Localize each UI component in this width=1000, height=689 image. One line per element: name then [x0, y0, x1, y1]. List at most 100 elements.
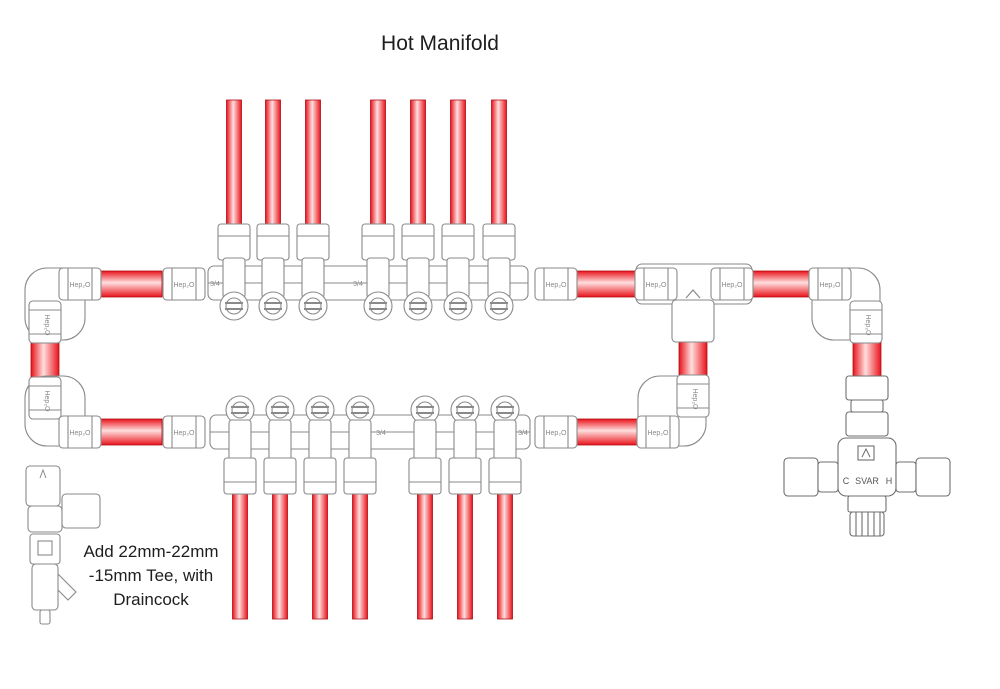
valve-brand-mark: SVAR: [855, 476, 879, 486]
note-line-1: Add 22mm-22mm: [83, 542, 219, 561]
bottom-valve-stem-4: [348, 419, 372, 461]
top-valve-handle-3-inner: [304, 297, 322, 315]
bottom-outlet-pipe-7: [497, 491, 513, 620]
top-outlet-socket-5: [401, 223, 435, 261]
bottom-outlet-socket-7: [488, 457, 522, 495]
valve-knob-grip: [855, 512, 881, 536]
bottom-left-coupler-socket-brand: Hep₂O: [173, 430, 195, 437]
note-line-2: -15mm Tee, with: [88, 566, 214, 585]
bottom-valve-stem-1: [228, 419, 252, 461]
top-left-pipe: [99, 270, 163, 298]
bottom-outlet-socket-6: [448, 457, 482, 495]
far-right-elbow-socket-brand: Hep₂O: [819, 282, 841, 289]
top-valve-handle-7-inner: [490, 297, 508, 315]
diagram-title: Hot Manifold: [381, 32, 499, 55]
bottom-left-elbow-up-socket: [28, 376, 62, 420]
top-valve-handle-7-grip: [490, 302, 508, 310]
top-outlet-pipe-5: [410, 99, 426, 229]
top-valve-handle-5-grip: [409, 302, 427, 310]
bottom-valve-handle-1-grip: [231, 406, 249, 414]
top-manifold-size-label-1: 3/4: [210, 281, 220, 288]
bottom-valve-handle-6-inner: [456, 401, 474, 419]
bottom-valve-handle-4-grip: [351, 406, 369, 414]
valve-cold-mark: C: [843, 476, 850, 486]
far-right-elbow-down-socket-brand: Hep₂O: [864, 314, 871, 336]
top-outlet-socket-2: [256, 223, 290, 261]
bottom-valve-handle-6-grip: [456, 406, 474, 414]
bottom-valve-handle-7-grip: [496, 406, 514, 414]
tee-left-socket-brand: Hep₂O: [645, 282, 667, 289]
bottom-left-coupler-socket: [162, 415, 206, 449]
top-manifold-size-label-2: 3/4: [353, 281, 363, 288]
tee-branch-socket: [671, 299, 715, 343]
valve-hot-nut: [915, 457, 951, 497]
bottom-right-pipe: [575, 418, 639, 446]
right-riser-pipe: [678, 338, 708, 378]
bottom-right-elbow-up-socket: [676, 374, 710, 418]
bottom-valve-handle-5-grip: [416, 406, 434, 414]
note-line-3: Draincock: [113, 590, 189, 609]
bottom-left-elbow-up-socket-brand: Hep₂O: [43, 390, 50, 412]
top-right-pipe: [751, 270, 813, 298]
top-outlet-pipe-7: [491, 99, 507, 229]
tee-flow-arrow: [685, 289, 701, 299]
top-left-elbow-down-socket: [28, 300, 62, 344]
top-middle-pipe: [575, 270, 639, 298]
drain-tee-side-socket: [61, 493, 101, 529]
bottom-valve-stem-7: [493, 419, 517, 461]
top-valve-handle-2-inner: [264, 297, 282, 315]
top-valve-handle-2-grip: [264, 302, 282, 310]
bottom-left-elbow-socket: [58, 415, 102, 449]
valve-hot-collar: [895, 461, 917, 493]
top-outlet-pipe-6: [450, 99, 466, 229]
top-outlet-pipe-4: [370, 99, 386, 229]
top-valve-handle-6-inner: [449, 297, 467, 315]
far-right-elbow-down-socket: [849, 300, 883, 344]
top-outlet-socket-6: [441, 223, 475, 261]
bottom-right-coupler-socket-brand: Hep₂O: [545, 430, 567, 437]
bottom-outlet-pipe-4: [352, 491, 368, 620]
top-outlet-pipe-2: [265, 99, 281, 229]
drain-tee-note: Add 22mm-22mm -15mm Tee, with Draincock: [66, 540, 236, 612]
bottom-right-elbow-up-socket-brand: Hep₂O: [691, 388, 698, 410]
bottom-valve-stem-6: [453, 419, 477, 461]
bottom-valve-handle-2-inner: [271, 401, 289, 419]
tee-right-socket-brand: Hep₂O: [721, 282, 743, 289]
bottom-right-elbow-socket-brand: Hep₂O: [647, 430, 669, 437]
bottom-outlet-socket-1: [223, 457, 257, 495]
top-right-coupler-socket: [534, 267, 578, 301]
drain-tee-arrow: [39, 468, 47, 479]
bottom-valve-handle-3-grip: [311, 406, 329, 414]
bottom-outlet-socket-5: [408, 457, 442, 495]
top-outlet-pipe-3: [305, 99, 321, 229]
drain-tee-body: [27, 505, 63, 533]
bottom-valve-stem-5: [413, 419, 437, 461]
hot-pipes-group: [30, 99, 882, 620]
top-left-elbow-socket-brand: Hep₂O: [69, 282, 91, 289]
top-outlet-socket-3: [296, 223, 330, 261]
bottom-valve-stem-2: [268, 419, 292, 461]
valve-flow-arrow: [861, 447, 871, 458]
valve-adjust-knob: [849, 511, 885, 537]
bottom-outlet-socket-3: [303, 457, 337, 495]
bottom-outlet-pipe-3: [312, 491, 328, 620]
top-outlet-socket-1: [217, 223, 251, 261]
valve-feed-pipe: [852, 340, 882, 378]
bottom-valve-stem-3: [308, 419, 332, 461]
valve-hot-mark: H: [886, 476, 893, 486]
valve-scale-ring: [847, 495, 887, 513]
top-left-elbow-down-socket-brand: Hep₂O: [43, 314, 50, 336]
top-valve-handle-6-grip: [449, 302, 467, 310]
bottom-valve-handle-2-grip: [271, 406, 289, 414]
bottom-manifold-size-label-2: 3/4: [518, 430, 528, 437]
bottom-valve-handle-4-inner: [351, 401, 369, 419]
bottom-outlet-pipe-2: [272, 491, 288, 620]
drain-tee-group: [25, 465, 101, 625]
bottom-manifold-size-label-1: 3/4: [376, 430, 386, 437]
top-valve-handle-3-grip: [304, 302, 322, 310]
top-left-coupler-socket-brand: Hep₂O: [173, 282, 195, 289]
far-right-elbow-socket: [808, 267, 852, 301]
bottom-outlet-pipe-5: [417, 491, 433, 620]
tee-left-socket: [634, 267, 678, 301]
